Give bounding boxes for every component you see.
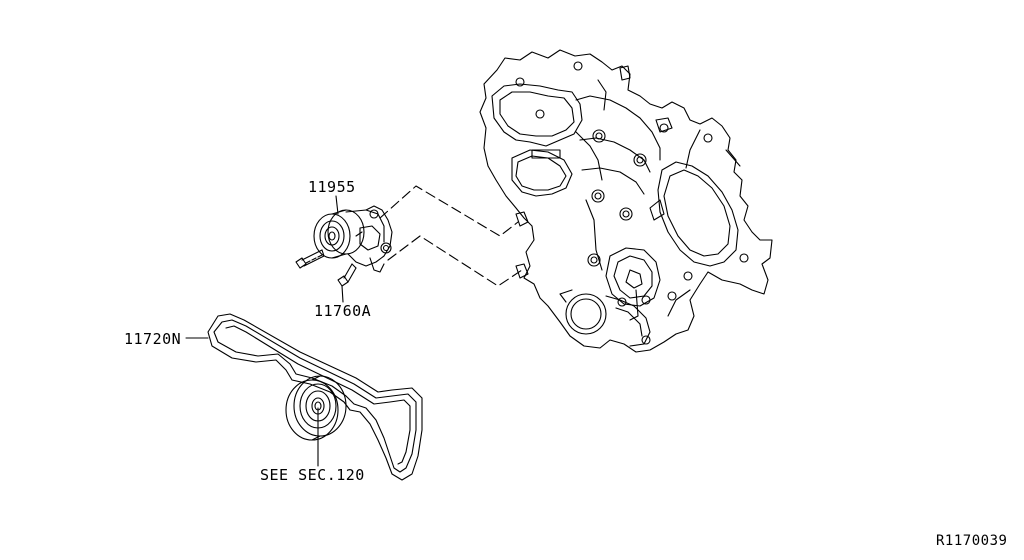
belt-tensioner-assembly: [314, 206, 392, 272]
crank-pulley: [286, 376, 346, 440]
figure-code: R1170039: [936, 533, 1008, 549]
dashed-locator-lines: [380, 186, 522, 286]
section-reference-label: SEE SEC.120: [260, 466, 365, 484]
tensioner-bolts: [296, 250, 356, 286]
timing-chain-case: [480, 50, 772, 352]
drive-belt: [208, 314, 422, 480]
part-label-tensioner: 11955: [308, 178, 356, 196]
part-label-bolt: 11760A: [314, 302, 372, 320]
part-label-belt: 11720N: [124, 330, 182, 348]
leader-lines: [186, 196, 343, 466]
